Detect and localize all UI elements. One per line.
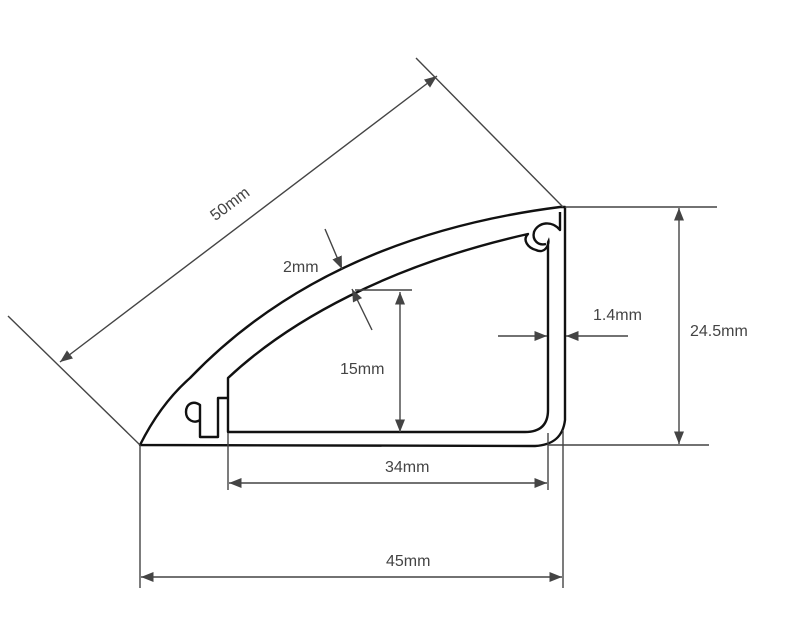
label-24-5mm: 24.5mm	[690, 323, 748, 340]
label-50mm: 50mm	[207, 184, 253, 224]
profile-top-clip	[532, 212, 562, 246]
extension-line-diagonal-left	[7, 315, 141, 446]
label-45mm: 45mm	[386, 553, 430, 570]
dimension-line-50mm	[59, 75, 438, 363]
extension-line-diagonal-right	[415, 57, 564, 208]
label-34mm: 34mm	[385, 459, 429, 476]
label-1-4mm: 1.4mm	[593, 307, 642, 324]
profile-left-hook	[184, 396, 228, 439]
dimension-line-2mm-a	[324, 228, 343, 270]
label-15mm: 15mm	[340, 361, 384, 378]
label-2mm: 2mm	[283, 259, 319, 276]
dimension-line-2mm-b	[351, 288, 373, 331]
